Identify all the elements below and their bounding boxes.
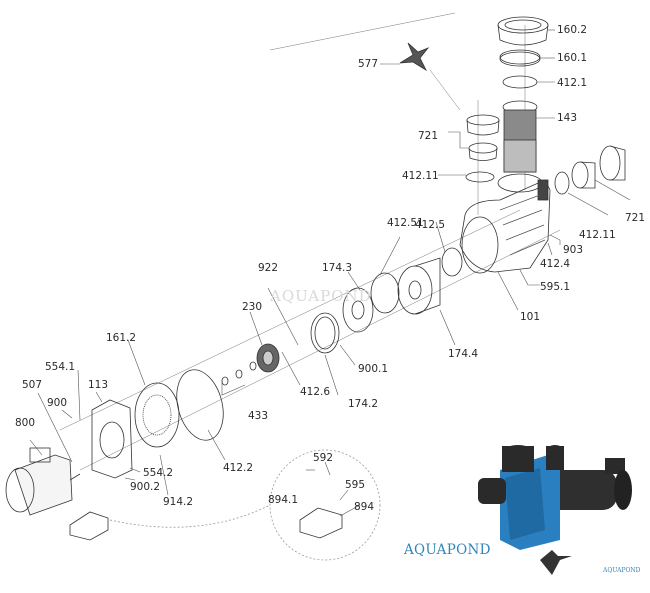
part-label: 412.11 — [402, 170, 439, 182]
part-label: 174.4 — [448, 348, 479, 360]
part-label: 577 — [358, 58, 379, 70]
part-label: 174.3 — [322, 262, 353, 274]
part-433-seal-parts — [221, 361, 257, 386]
part-161.2-casing-cover — [134, 382, 180, 448]
part-label: 412.4 — [540, 258, 571, 270]
part-label: 143 — [557, 112, 578, 124]
detail-callout-circle — [269, 449, 381, 561]
part-412.11-o-ring-upper — [465, 171, 495, 183]
part-label: 433 — [248, 410, 269, 422]
part-label: 900.1 — [358, 363, 389, 375]
part-label: 595.1 — [540, 281, 571, 293]
brand-logo: AQUAPOND — [404, 542, 491, 558]
part-113-motor-bracket — [91, 399, 133, 479]
part-101-pump-housing — [459, 173, 551, 274]
part-label: 894.1 — [268, 494, 299, 506]
part-160.1-lid — [499, 49, 541, 67]
part-label: 900 — [47, 397, 68, 409]
part-motor-foot — [69, 507, 343, 541]
part-577-key-tool — [399, 42, 430, 72]
part-412.5-o-ring — [441, 247, 463, 277]
part-174.4-diffuser — [397, 257, 441, 315]
part-label: 412.1 — [557, 77, 588, 89]
part-143-strainer-basket — [502, 100, 538, 173]
part-label: 412.6 — [300, 386, 331, 398]
part-label: 903 — [563, 244, 584, 256]
part-label: 595 — [345, 479, 366, 491]
part-label: 412.51 — [387, 217, 424, 229]
part-label: 412.2 — [223, 462, 254, 474]
part-label: 900.2 — [130, 481, 161, 493]
part-label: 507 — [22, 379, 43, 391]
brand-logo-small: AQUAPOND — [603, 567, 641, 574]
part-412.51-o-ring — [370, 272, 400, 314]
part-174.3-wear-plate — [342, 287, 374, 333]
part-label: 914.2 — [163, 496, 194, 508]
watermark-text: AQUAPOND — [270, 287, 372, 305]
part-label: 800 — [15, 417, 36, 429]
part-label: 554.2 — [143, 467, 174, 479]
part-label: 922 — [258, 262, 279, 274]
part-label: 554.1 — [45, 361, 76, 373]
part-label: 412.5 — [415, 219, 446, 231]
part-label: 161.2 — [106, 332, 137, 344]
detail-callout-leader — [109, 504, 271, 528]
part-label: 101 — [520, 311, 541, 323]
part-721-union-upper — [466, 114, 500, 161]
part-label: 174.2 — [348, 398, 379, 410]
part-label: 230 — [242, 301, 263, 313]
part-721-union-side — [571, 145, 626, 189]
part-label: 113 — [88, 379, 109, 391]
pump-photo — [478, 445, 632, 575]
part-label: 592 — [313, 452, 334, 464]
part-160.2-cover-ring — [497, 16, 549, 46]
part-label: 721 — [418, 130, 439, 142]
leader-lines — [29, 29, 631, 517]
part-174.2-intermediate-ring — [310, 312, 340, 354]
part-label: 894 — [354, 501, 375, 513]
part-label: 412.11 — [579, 229, 616, 241]
part-label: 160.2 — [557, 24, 588, 36]
part-412.11-o-ring-side — [554, 171, 570, 195]
part-label: 160.1 — [557, 52, 588, 64]
part-800-motor — [5, 447, 81, 516]
part-230-impeller — [256, 343, 280, 373]
part-label: 721 — [625, 212, 646, 224]
